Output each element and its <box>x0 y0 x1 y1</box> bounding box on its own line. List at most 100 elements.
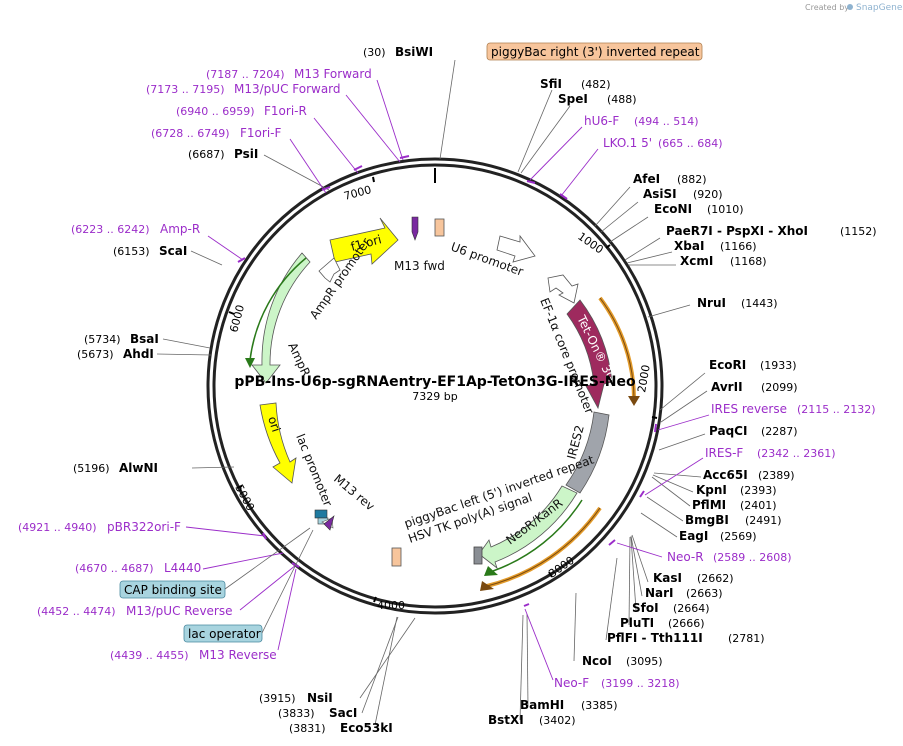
site-pos-eco53ki: (3831) <box>289 722 326 735</box>
site-name-saci: SacI <box>329 706 357 720</box>
lac-cluster <box>314 509 335 531</box>
plasmid-length: 7329 bp <box>412 390 457 403</box>
primer-range-m13-puc-forward: (7173 .. 7195) <box>146 83 225 96</box>
site-pos-scai: (6153) <box>113 245 150 258</box>
site-pos-alwni: (5196) <box>73 462 110 475</box>
piggybac-left-feature <box>391 547 402 567</box>
primer-range-neo-r: (2589 .. 2608) <box>713 551 792 564</box>
site-pos-pflmi: (2401) <box>740 499 777 512</box>
site-pos-acc65i: (2389) <box>758 469 795 482</box>
neor-green-arc <box>492 499 583 572</box>
tet-on-feature <box>566 299 613 410</box>
tet-on-orange-arc-core <box>599 297 635 399</box>
site-pos-pflfi: (2781) <box>728 632 765 645</box>
backbone-inner <box>212 163 658 609</box>
site-name-pflfi: PflFI - Tth111I <box>607 631 703 645</box>
site-pos-afei: (882) <box>677 173 707 186</box>
site-connectors <box>156 59 708 726</box>
site-pos-pluti: (2666) <box>668 617 705 630</box>
hsv-tk-polya-feature <box>473 546 483 565</box>
site-name-bsiwi: BsiWI <box>395 45 433 59</box>
lac-operator-label: lac operator <box>188 627 261 641</box>
site-pos-bsai: (5734) <box>84 333 121 346</box>
m13-fwd-label: M13 fwd <box>394 259 445 273</box>
primer-range-amp-r: (6223 .. 6242) <box>71 223 150 236</box>
site-name-ecori: EcoRI <box>709 358 746 372</box>
site-name-nrui: NruI <box>697 296 726 310</box>
site-name-sfoi: SfoI <box>632 601 659 615</box>
primer-range-pbr322ori-f: (4921 .. 4940) <box>18 521 97 534</box>
cap-binding-label: CAP binding site <box>124 583 222 597</box>
primer-name-m13-puc-reverse: M13/pUC Reverse <box>126 604 233 618</box>
site-pos-paqci: (2287) <box>761 425 798 438</box>
site-name-alwni: AlwNI <box>119 461 158 475</box>
primer-name-m13-puc-forward: M13/pUC Forward <box>234 82 341 96</box>
site-pos-saci: (3833) <box>278 707 315 720</box>
credit-text: Created by <box>805 3 849 12</box>
site-pos-eagi: (2569) <box>720 530 757 543</box>
u6-promoter-feature <box>496 234 536 263</box>
site-pos-avrii: (2099) <box>761 381 798 394</box>
site-name-bmgbi: BmgBI <box>685 513 729 527</box>
m13-fwd-feature <box>411 216 419 241</box>
site-pos-bsiwi: (30) <box>363 46 386 59</box>
primer-name-neo-r: Neo-R <box>667 550 704 564</box>
site-labels: (30) BsiWI SfiI (482) SpeI (488) AfeI (8… <box>73 45 877 735</box>
site-name-xbai: XbaI <box>674 239 704 253</box>
piggybac-right-box <box>486 42 703 61</box>
ampr-label: AmpR <box>285 340 313 378</box>
primer-range-m13-forward: (7187 .. 7204) <box>206 68 285 81</box>
primer-range-neo-f: (3199 .. 3218) <box>601 677 680 690</box>
site-pos-ncoi: (3095) <box>626 655 663 668</box>
site-name-scai: ScaI <box>159 244 187 258</box>
tick-6000: 6000 <box>227 303 247 333</box>
site-name-asisi: AsiSI <box>643 187 677 201</box>
site-name-ahdi: AhdI <box>123 347 154 361</box>
site-pos-bstxi: (3402) <box>539 714 576 727</box>
tick-marks <box>228 176 658 603</box>
site-pos-sfii: (482) <box>581 78 611 91</box>
primer-name-m13-forward: M13 Forward <box>294 67 372 81</box>
site-name-kasi: KasI <box>653 571 682 585</box>
site-name-avrii: AvrII <box>711 380 743 394</box>
site-name-nari: NarI <box>645 586 674 600</box>
lac-operator-box <box>183 624 263 643</box>
backbone-outer <box>206 157 664 615</box>
site-pos-nrui: (1443) <box>741 297 778 310</box>
primer-range-ires-reverse: (2115 .. 2132) <box>797 403 876 416</box>
ampr-promoter-feature <box>318 257 341 283</box>
primer-name-l4440: L4440 <box>164 561 201 575</box>
site-name-econi: EcoNI <box>654 202 692 216</box>
site-pos-nari: (2663) <box>686 587 723 600</box>
site-name-paer7i: PaeR7I - PspXI - XhoI <box>666 224 808 238</box>
ampr-green-arc <box>249 257 307 361</box>
site-name-ncoi: NcoI <box>582 654 612 668</box>
primer-name-pbr322ori-f: pBR322ori-F <box>107 520 181 534</box>
primer-range-l4440: (4670 .. 4687) <box>75 562 154 575</box>
primer-connectors <box>185 79 710 681</box>
primer-labels: (7187 .. 7204) M13 Forward (7173 .. 7195… <box>18 67 876 690</box>
site-name-eagi: EagI <box>679 529 708 543</box>
piggybac-right-feature <box>434 218 445 237</box>
tick-4000: 4000 <box>377 599 405 612</box>
site-pos-nsii: (3915) <box>259 692 296 705</box>
plasmid-name: pPB-Ins-U6p-sgRNAentry-EF1Ap-TetOn3G-IRE… <box>234 374 636 390</box>
cap-binding-box <box>119 580 226 599</box>
primer-range-m13-reverse: (4439 .. 4455) <box>110 649 189 662</box>
site-name-acc65i: Acc65I <box>703 468 748 482</box>
snapgene-logo-icon <box>847 4 853 10</box>
site-name-pluti: PluTI <box>620 616 654 630</box>
primer-range-lko1: (665 .. 684) <box>658 137 723 150</box>
primer-name-neo-f: Neo-F <box>554 676 589 690</box>
site-name-sfii: SfiI <box>540 77 562 91</box>
site-pos-bamhi: (3385) <box>581 699 618 712</box>
primer-range-m13-puc-reverse: (4452 .. 4474) <box>37 605 116 618</box>
cap-binding-connector <box>224 527 311 590</box>
site-pos-ahdi: (5673) <box>77 348 114 361</box>
site-pos-spei: (488) <box>607 93 637 106</box>
tick-7000: 7000 <box>342 183 372 203</box>
site-name-bsai: BsaI <box>130 332 159 346</box>
site-pos-kpni: (2393) <box>740 484 777 497</box>
credit-brand: SnapGene <box>856 3 903 13</box>
